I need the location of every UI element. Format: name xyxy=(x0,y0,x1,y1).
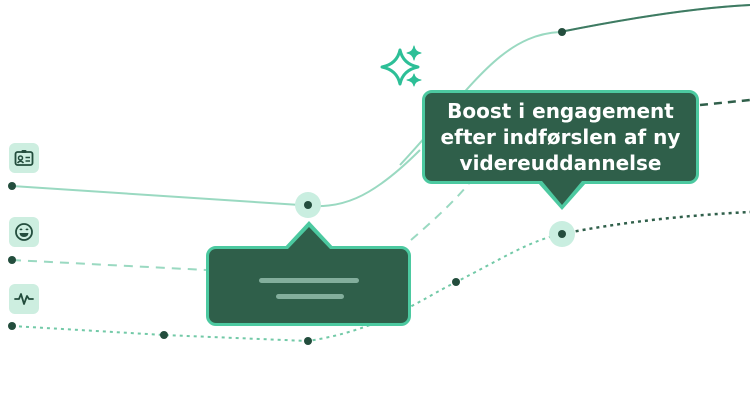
node xyxy=(8,256,16,264)
pulse-icon xyxy=(9,284,39,314)
callout-text: Boost i engagement efter indførslen af n… xyxy=(440,99,681,175)
top-trend-line-dark xyxy=(559,4,750,33)
node xyxy=(558,230,566,238)
right-dashed-line xyxy=(699,98,750,107)
row2-line xyxy=(11,181,471,271)
row3-line-dark xyxy=(561,210,750,236)
node xyxy=(160,331,168,339)
secondary-callout-pointer xyxy=(287,227,331,250)
skeleton-line-2 xyxy=(276,294,344,299)
node xyxy=(8,182,16,190)
callout-pointer xyxy=(542,181,582,205)
node xyxy=(452,278,460,286)
sparkle-icon xyxy=(380,45,422,87)
engagement-callout: Boost i engagement efter indførslen af n… xyxy=(422,90,699,184)
node xyxy=(304,201,312,209)
smiley-face-icon xyxy=(9,217,39,247)
node xyxy=(558,28,566,36)
node xyxy=(8,322,16,330)
placeholder-callout xyxy=(206,246,411,326)
node xyxy=(304,337,312,345)
row1-line xyxy=(11,149,421,208)
skeleton-line-1 xyxy=(259,278,359,283)
id-card-icon xyxy=(9,143,39,173)
